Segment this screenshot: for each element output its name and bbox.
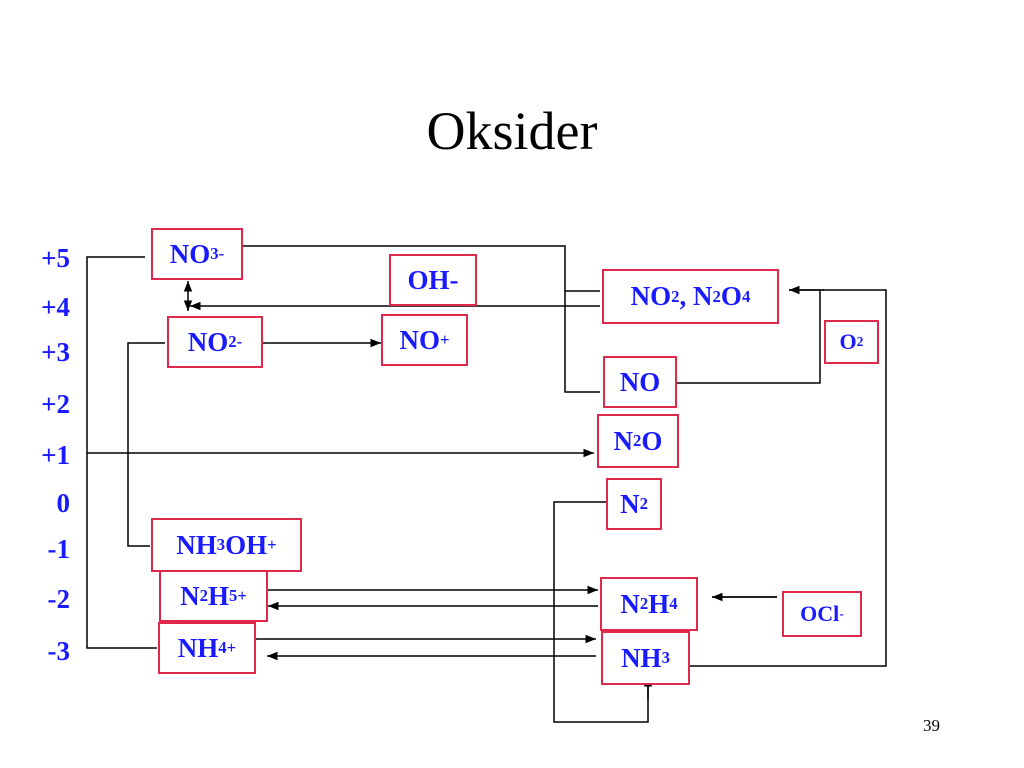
- oxidation-state-minus3: -3: [47, 636, 71, 666]
- oxidation-state-plus1: +1: [41, 440, 70, 470]
- oxidation-state-minus2: -2: [47, 584, 71, 614]
- species-hypochlorite: OCl-: [782, 591, 862, 637]
- species-nitric-oxide: NO: [603, 356, 677, 408]
- oxidation-state-minus1: -1: [47, 534, 71, 564]
- oxidation-state-plus4: +4: [41, 292, 70, 322]
- oxidation-state-plus5: +5: [41, 243, 70, 273]
- page-number: 39: [923, 716, 940, 735]
- species-nitrosonium: NO+: [381, 314, 468, 366]
- species-hydroxide: OH-: [389, 254, 477, 306]
- oxidation-state-plus2: +2: [41, 389, 70, 419]
- oxidation-state-plus3: +3: [41, 337, 70, 367]
- oxidation-state-zero: 0: [56, 488, 71, 518]
- slide-title: Oksider: [426, 101, 598, 161]
